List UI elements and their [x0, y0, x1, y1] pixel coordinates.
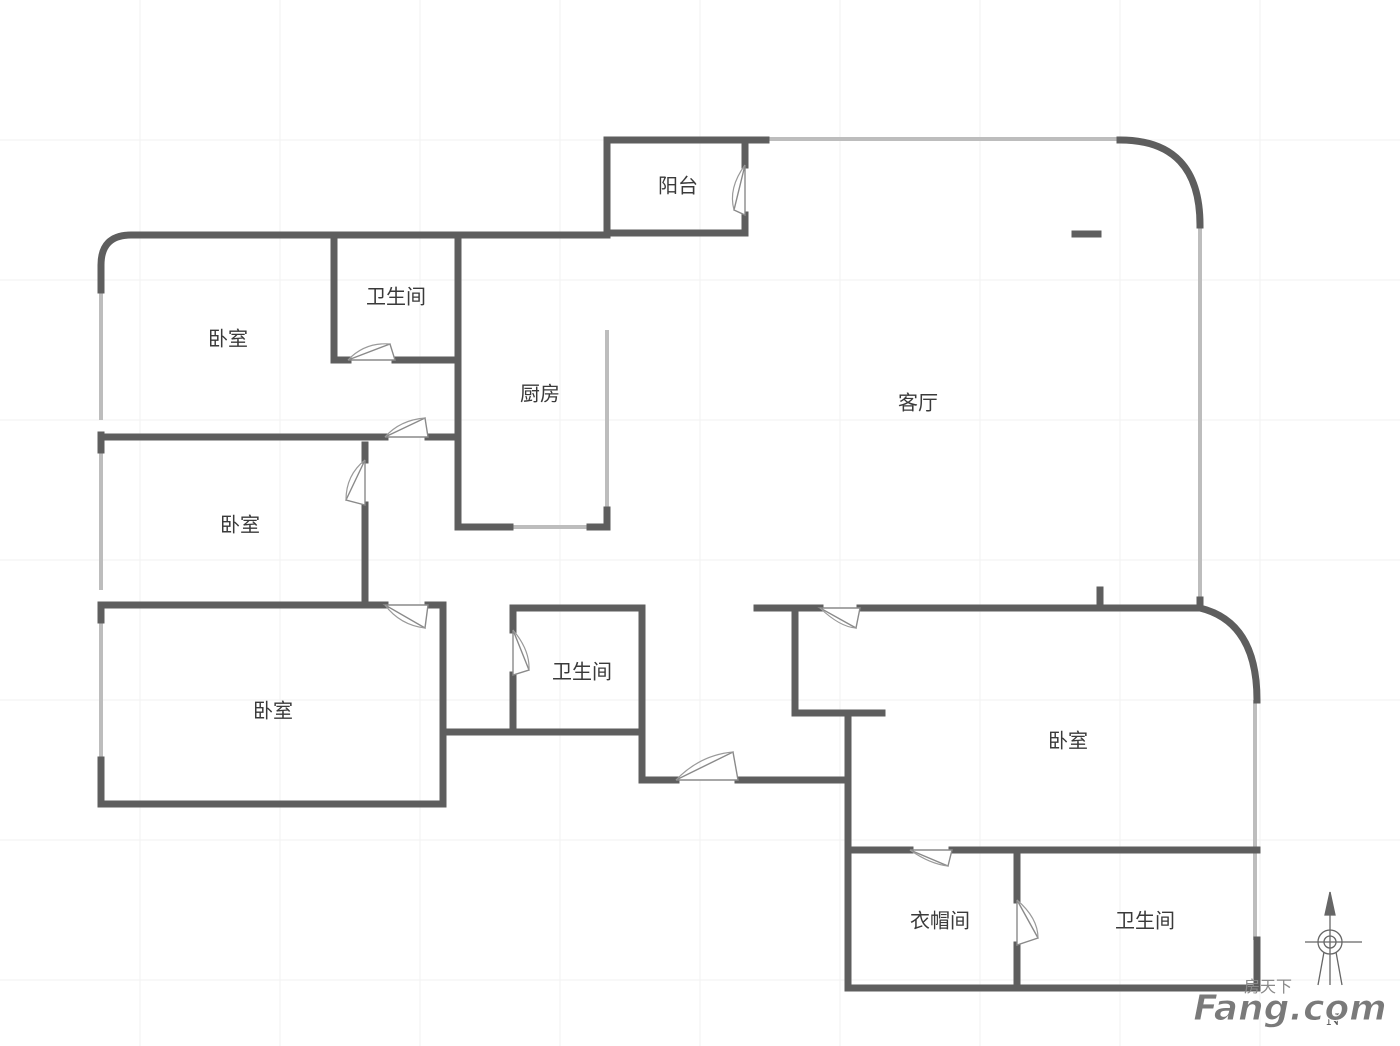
room-label-bedroom-nw: 卧室 — [208, 327, 248, 351]
room-label-living: 客厅 — [898, 391, 938, 415]
watermark-brand: Fang.com — [1193, 988, 1386, 1029]
room-label-bath-north: 卫生间 — [366, 285, 426, 309]
room-label-cloakroom: 衣帽间 — [910, 909, 970, 933]
watermark-logo: 房天下 Fang.com — [1193, 977, 1387, 1030]
room-label-kitchen: 厨房 — [520, 382, 560, 406]
room-label-balcony: 阳台 — [658, 174, 698, 198]
compass-label: N — [1326, 1010, 1340, 1029]
walls — [97, 136, 1261, 992]
doors — [345, 164, 1040, 946]
room-label-bedroom-sw: 卧室 — [253, 699, 293, 723]
watermark-cn: 房天下 — [1244, 977, 1292, 996]
windows — [99, 137, 1257, 940]
room-labels: 阳台 客厅 厨房 卧室 卧室 卧室 卧室 卫生间 卫生间 卫生间 衣帽间 — [208, 174, 1175, 933]
room-label-bedroom-se: 卧室 — [1048, 729, 1088, 753]
room-label-bath-se: 卫生间 — [1115, 909, 1175, 933]
compass-icon — [1305, 891, 1362, 986]
room-label-bath-center: 卫生间 — [552, 660, 612, 684]
room-label-bedroom-w: 卧室 — [220, 513, 260, 537]
